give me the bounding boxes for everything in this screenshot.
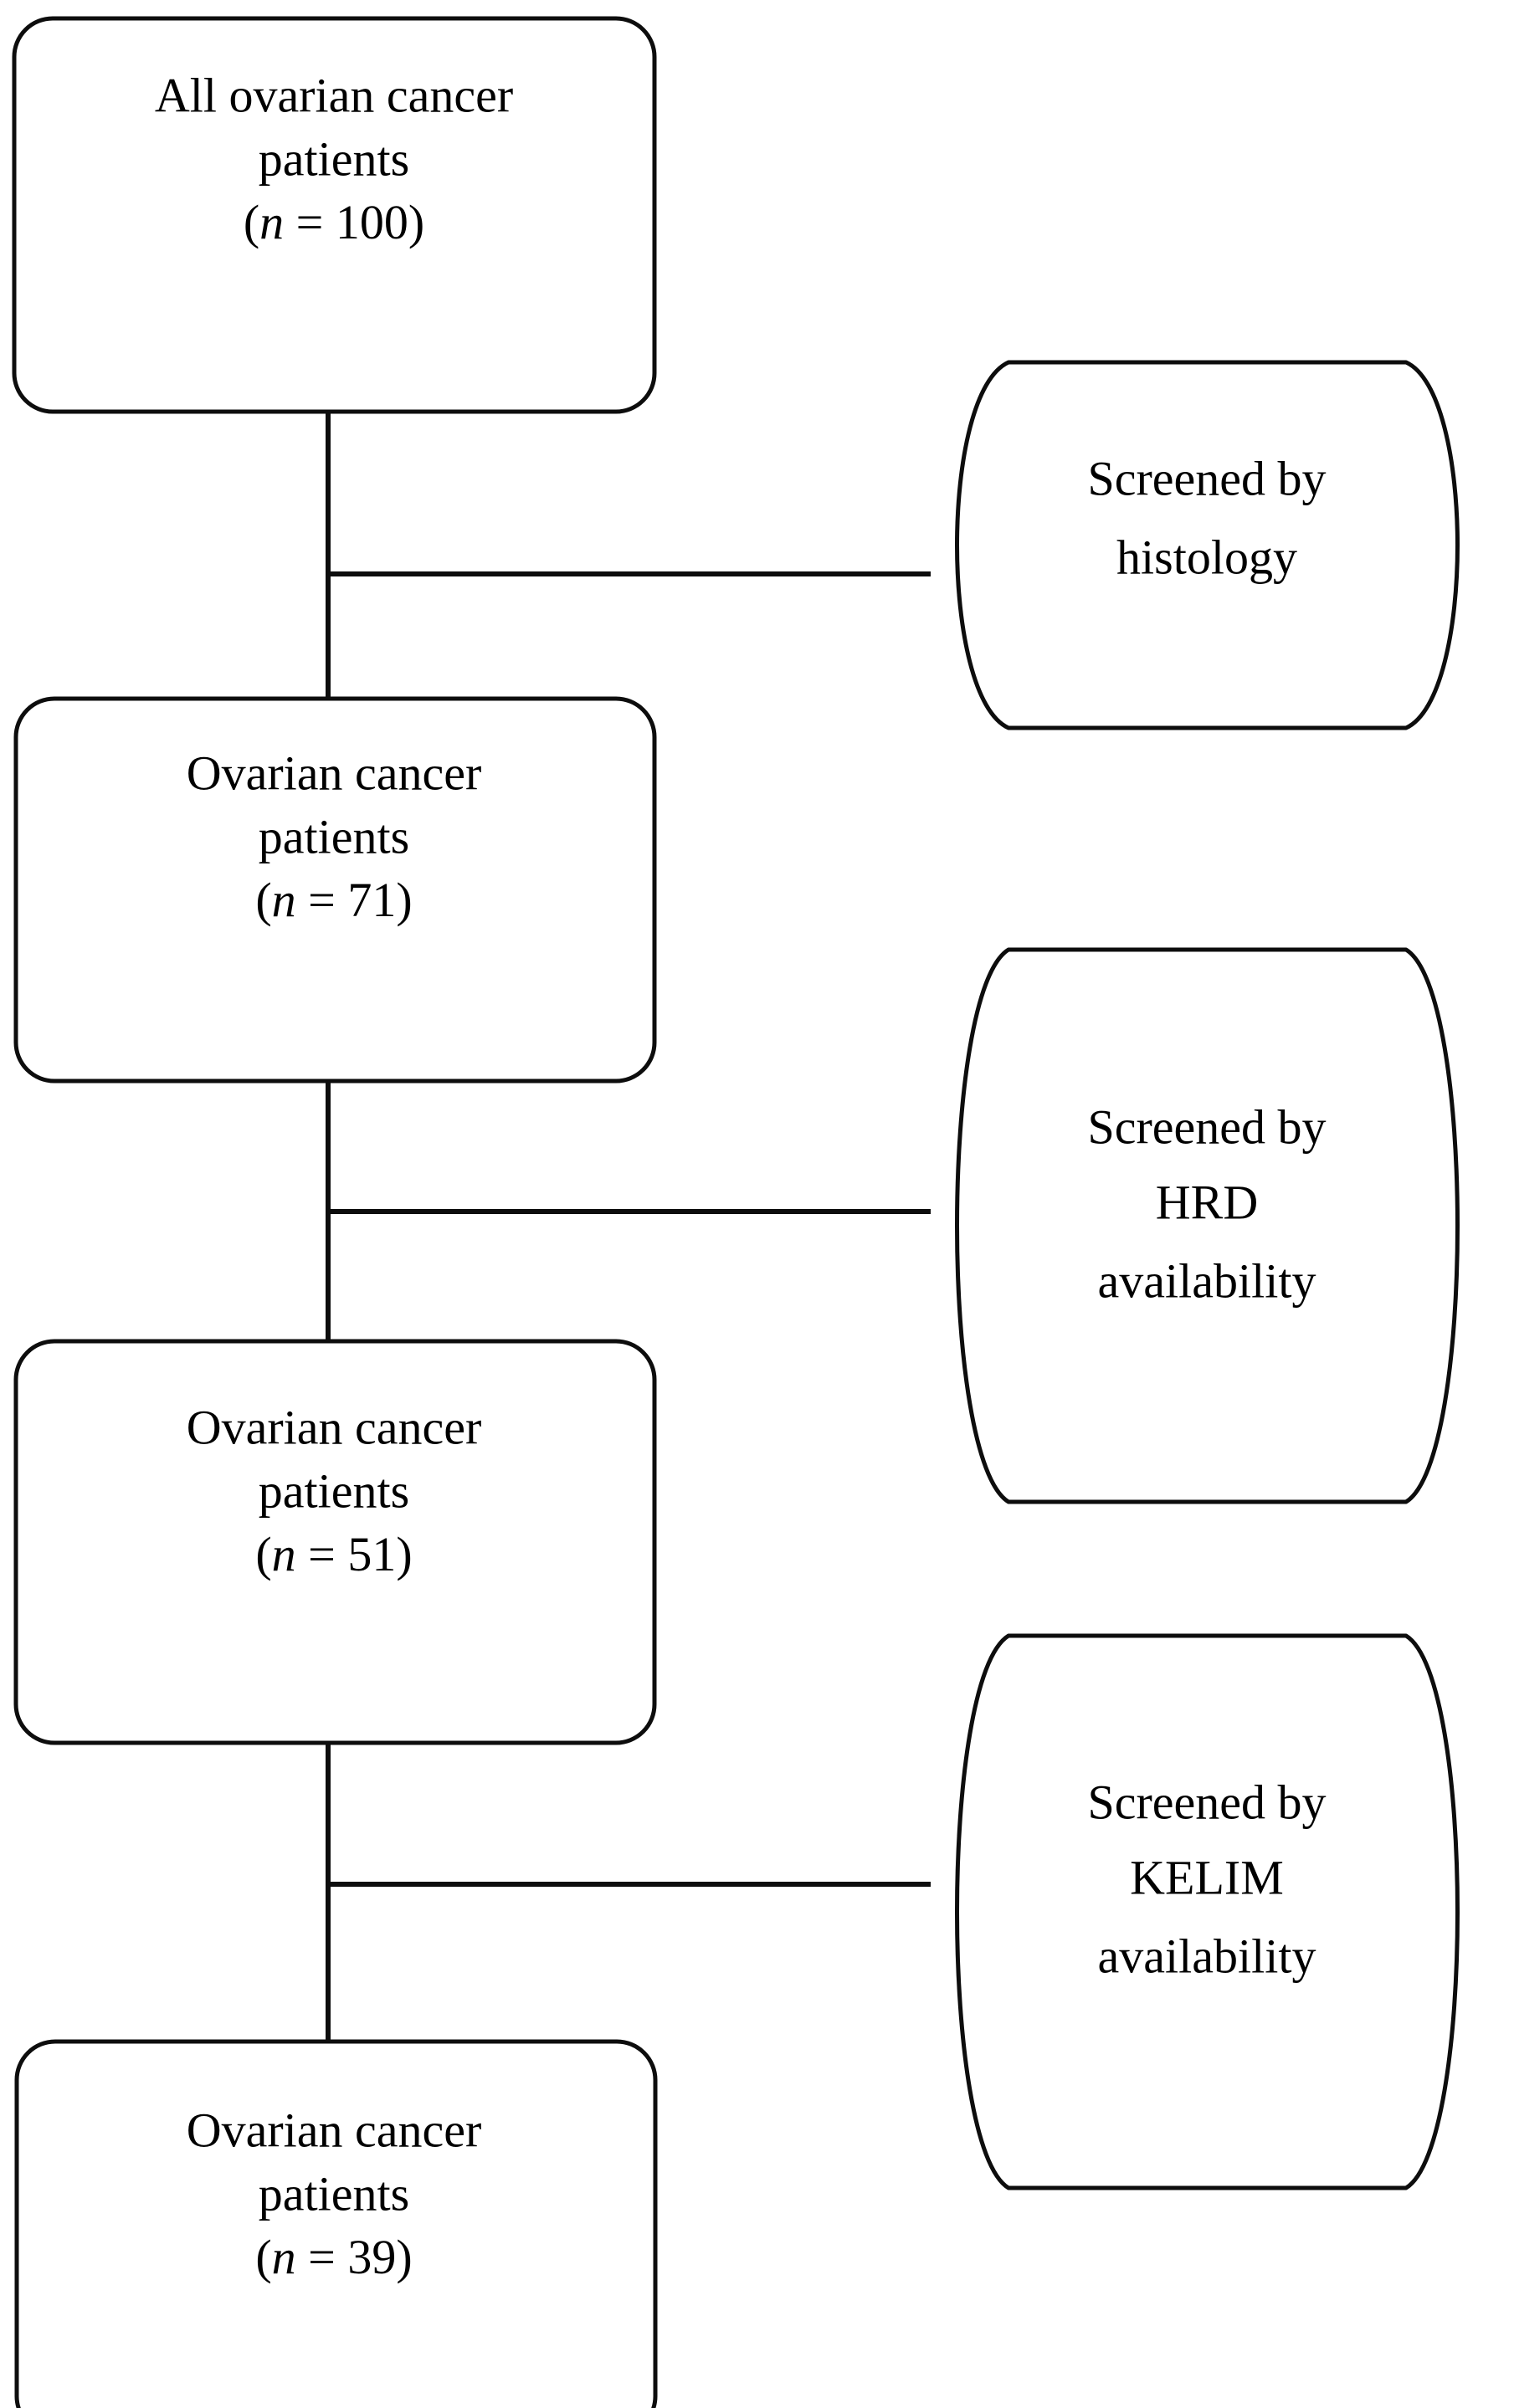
patients-71-equals: =	[296, 873, 348, 927]
screen-kelim-line2: KELIM	[1130, 1850, 1284, 1904]
screen-hrd-line2: HRD	[1156, 1175, 1258, 1229]
screen-kelim-line3: availability	[1098, 1929, 1316, 1983]
all-patients-paren-open: (	[244, 195, 259, 249]
patients-51-paren-open: (	[255, 1527, 271, 1581]
node-patients-39[interactable]: Ovarian cancer patients (n = 39)	[14, 2039, 658, 2408]
patients-51-line2: patients	[259, 1463, 409, 1518]
patients-71-count: (n = 71)	[255, 873, 412, 927]
patients-39-n-value: 39	[347, 2230, 396, 2284]
all-patients-line2: patients	[259, 131, 409, 186]
all-patients-n-symbol: n	[259, 195, 284, 249]
patients-51-paren-close: )	[396, 1527, 412, 1581]
node-patients-51[interactable]: Ovarian cancer patients (n = 51)	[13, 1339, 657, 1745]
screen-histology-line1: Screened by	[1087, 451, 1326, 505]
all-patients-line1: All ovarian cancer	[155, 68, 513, 122]
screen-hrd-line1: Screened by	[1087, 1099, 1326, 1154]
node-all-patients[interactable]: All ovarian cancer patients (n = 100)	[12, 16, 657, 414]
node-screen-kelim[interactable]: Screened by KELIM availability	[955, 1633, 1460, 2190]
all-patients-paren-close: )	[408, 195, 424, 249]
patients-39-n-symbol: n	[272, 2230, 296, 2284]
patients-51-n-symbol: n	[272, 1527, 296, 1581]
all-patients-equals: =	[284, 195, 336, 249]
patients-39-line2: patients	[259, 2166, 409, 2221]
patients-51-n-value: 51	[347, 1527, 396, 1581]
patients-71-line2: patients	[259, 809, 409, 863]
patients-39-count: (n = 39)	[255, 2230, 412, 2284]
node-screen-hrd[interactable]: Screened by HRD availability	[955, 947, 1460, 1504]
patients-39-box[interactable]	[14, 2039, 658, 2408]
node-patients-71[interactable]: Ovarian cancer patients (n = 71)	[13, 696, 657, 1084]
patients-71-n-symbol: n	[272, 873, 296, 927]
patients-51-line1: Ovarian cancer	[187, 1400, 482, 1454]
screen-hrd-barrel[interactable]	[955, 947, 1460, 1504]
patients-71-paren-open: (	[255, 873, 271, 927]
all-patients-count: (n = 100)	[244, 195, 424, 249]
patients-71-paren-close: )	[396, 873, 412, 927]
all-patients-box[interactable]	[12, 16, 657, 414]
connector-group	[326, 412, 931, 2044]
patients-39-paren-open: (	[255, 2230, 271, 2284]
screen-histology-barrel[interactable]	[955, 360, 1460, 730]
patients-39-paren-close: )	[396, 2230, 412, 2284]
patients-39-equals: =	[296, 2230, 348, 2284]
patients-51-box[interactable]	[13, 1339, 657, 1745]
all-patients-n-value: 100	[336, 195, 408, 249]
patients-71-box[interactable]	[13, 696, 657, 1084]
patients-51-equals: =	[296, 1527, 348, 1581]
node-screen-histology[interactable]: Screened by histology	[955, 360, 1460, 730]
patients-51-count: (n = 51)	[255, 1527, 412, 1581]
patients-39-line1: Ovarian cancer	[187, 2103, 482, 2157]
screen-hrd-line3: availability	[1098, 1253, 1316, 1308]
screen-histology-line2: histology	[1116, 530, 1297, 584]
patients-71-n-value: 71	[347, 873, 396, 927]
screen-kelim-line1: Screened by	[1087, 1775, 1326, 1829]
patients-71-line1: Ovarian cancer	[187, 745, 482, 800]
screen-kelim-barrel[interactable]	[955, 1633, 1460, 2190]
